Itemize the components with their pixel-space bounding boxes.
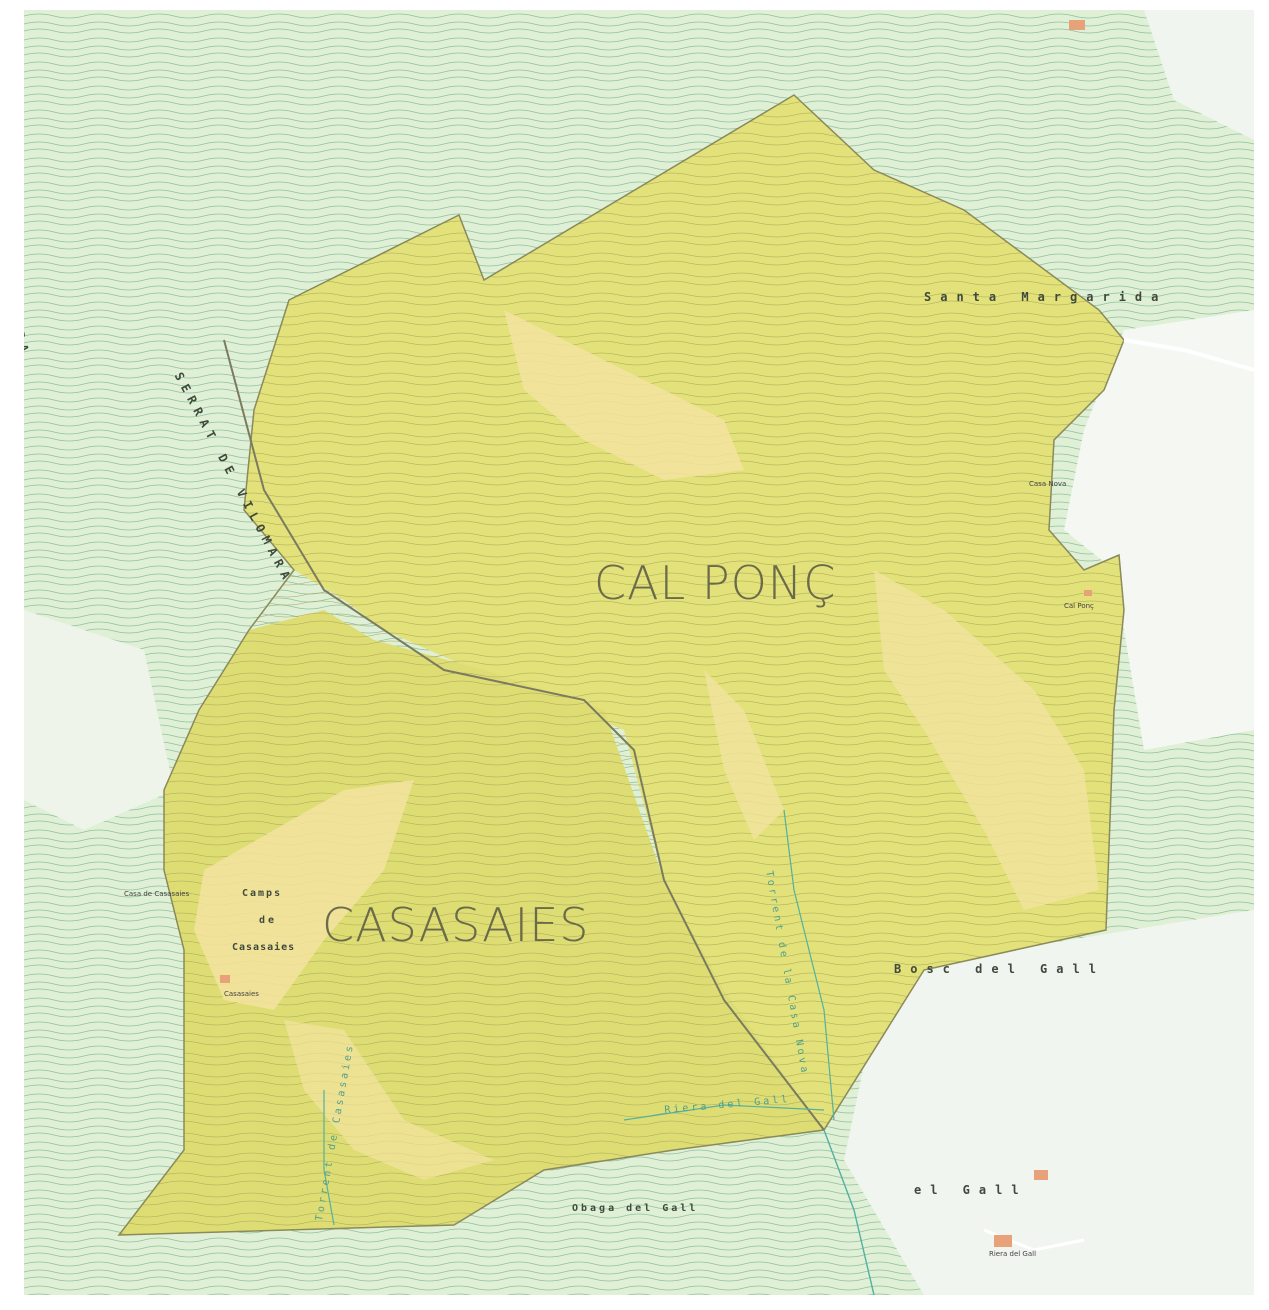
building-label-5: Casa de Casasaies (124, 890, 190, 898)
open-area-west (24, 610, 174, 830)
building-marker-2 (220, 975, 230, 983)
building-marker-5 (1069, 20, 1085, 30)
building-label-4: Riera del Gall (989, 1250, 1037, 1258)
open-area-southeast (844, 910, 1254, 1295)
place-obaga-del-gall: Obaga del Gall (572, 1203, 699, 1214)
building-label-3: Cal Ponç (1064, 602, 1094, 610)
open-area-northeast (1144, 10, 1254, 140)
building-label-2: Casasaies (224, 990, 259, 998)
clearing-north (504, 310, 744, 480)
open-area-east (1064, 310, 1254, 750)
map-canvas (24, 10, 1254, 1295)
zone-border (117, 94, 1125, 1236)
stream-line-2 (623, 1104, 825, 1121)
building-label-1: Casa Nova (1029, 480, 1067, 488)
zone-label-cal-ponc: CAL PONÇ (594, 556, 837, 610)
clearing-strip (704, 670, 784, 840)
zone-divider (223, 339, 825, 1131)
road-east (1123, 338, 1254, 372)
stream-line-1 (783, 809, 835, 1121)
topographic-map[interactable]: CAL PONÇ CASASAIES Santa Margarida Bosc … (24, 10, 1254, 1295)
place-camps-line3: Casasaies (232, 942, 296, 953)
zone-label-casasaies: CASASAIES (322, 898, 590, 952)
clearing-east (874, 570, 1099, 910)
clearing-south (284, 1020, 494, 1180)
building-marker-1 (1084, 590, 1092, 596)
place-camps-line2: de (259, 915, 278, 926)
place-santa-margarida: Santa Margarida (924, 290, 1168, 304)
stream-line-4 (823, 1129, 875, 1295)
place-el-gall: el Gall (914, 1183, 1028, 1197)
place-camps-line1: Camps (242, 888, 283, 899)
building-marker-3 (1034, 1170, 1048, 1180)
stream-line-3 (323, 1090, 335, 1226)
place-bosc-del-gall: Bosc del Gall (894, 962, 1105, 976)
clearing-casasaies (194, 780, 414, 1010)
building-marker-4 (994, 1235, 1012, 1247)
